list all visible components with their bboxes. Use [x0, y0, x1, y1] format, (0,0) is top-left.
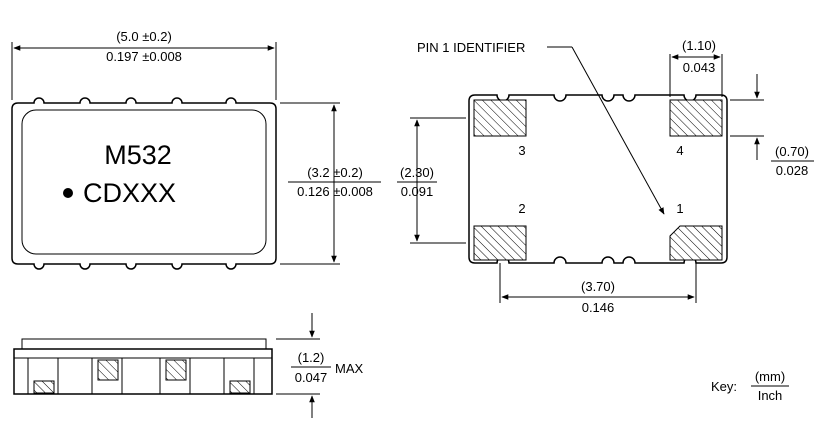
top-view-lid: [21, 109, 267, 255]
side-terminal: [33, 380, 55, 394]
pin1-dot: [63, 188, 73, 198]
length-in: 0.197 ±0.008: [106, 49, 182, 64]
pad-pitch-h-in: 0.146: [582, 300, 615, 315]
side-terminal: [97, 359, 119, 381]
top-view-outline: [11, 97, 277, 270]
leader-arrow: [571, 46, 665, 215]
pad-pitch-v-in: 0.091: [401, 184, 434, 199]
side-terminal: [229, 380, 251, 394]
top-view: M532 CDXXX (5.0 ±0.2) 0.197 ±0.008 (3.2 …: [11, 29, 381, 270]
pad-height-in: 0.028: [776, 163, 809, 178]
width-mm: (3.2 ±0.2): [307, 165, 363, 180]
side-castellation: [159, 357, 191, 395]
pad-2: [473, 225, 527, 261]
side-view-base: [13, 348, 273, 395]
pad-label-3: 3: [518, 143, 525, 158]
height-in: 0.047: [295, 370, 328, 385]
length-mm: (5.0 ±0.2): [116, 29, 172, 44]
pad-width-in: 0.043: [683, 60, 716, 75]
pad-3: [473, 99, 527, 137]
pin1-identifier-label: PIN 1 IDENTIFIER: [417, 40, 525, 55]
side-view: (1.2) 0.047 MAX: [13, 313, 364, 418]
height-suffix: MAX: [335, 361, 364, 376]
bottom-view: 3 4 2 1 PIN 1 IDENTIFIER (1.10) 0.043 (0…: [397, 38, 814, 315]
key-label: Key:: [711, 379, 737, 394]
pad-pitch-v-mm: (2.30): [400, 165, 434, 180]
side-terminal: [165, 359, 187, 381]
marking-line1: M532: [104, 140, 172, 170]
pad-label-1: 1: [676, 201, 683, 216]
pad-width-mm: (1.10): [682, 38, 716, 53]
height-mm: (1.2): [298, 350, 325, 365]
side-castellation: [223, 357, 255, 395]
marking-line2: CDXXX: [83, 178, 176, 208]
pad-height-mm: (0.70): [775, 144, 809, 159]
key-unit-mm: (mm): [755, 369, 785, 384]
pad-1: [669, 225, 723, 261]
pad-pitch-h-mm: (3.70): [581, 279, 615, 294]
side-castellation: [27, 357, 59, 395]
width-in: 0.126 ±0.008: [297, 184, 373, 199]
pad-label-4: 4: [676, 143, 683, 158]
pad-label-2: 2: [518, 201, 525, 216]
key-unit-inch: Inch: [758, 388, 783, 403]
unit-key: Key: (mm) Inch: [711, 369, 789, 403]
pad-4: [669, 99, 723, 137]
side-castellation: [91, 357, 123, 395]
side-view-lid: [21, 338, 267, 350]
